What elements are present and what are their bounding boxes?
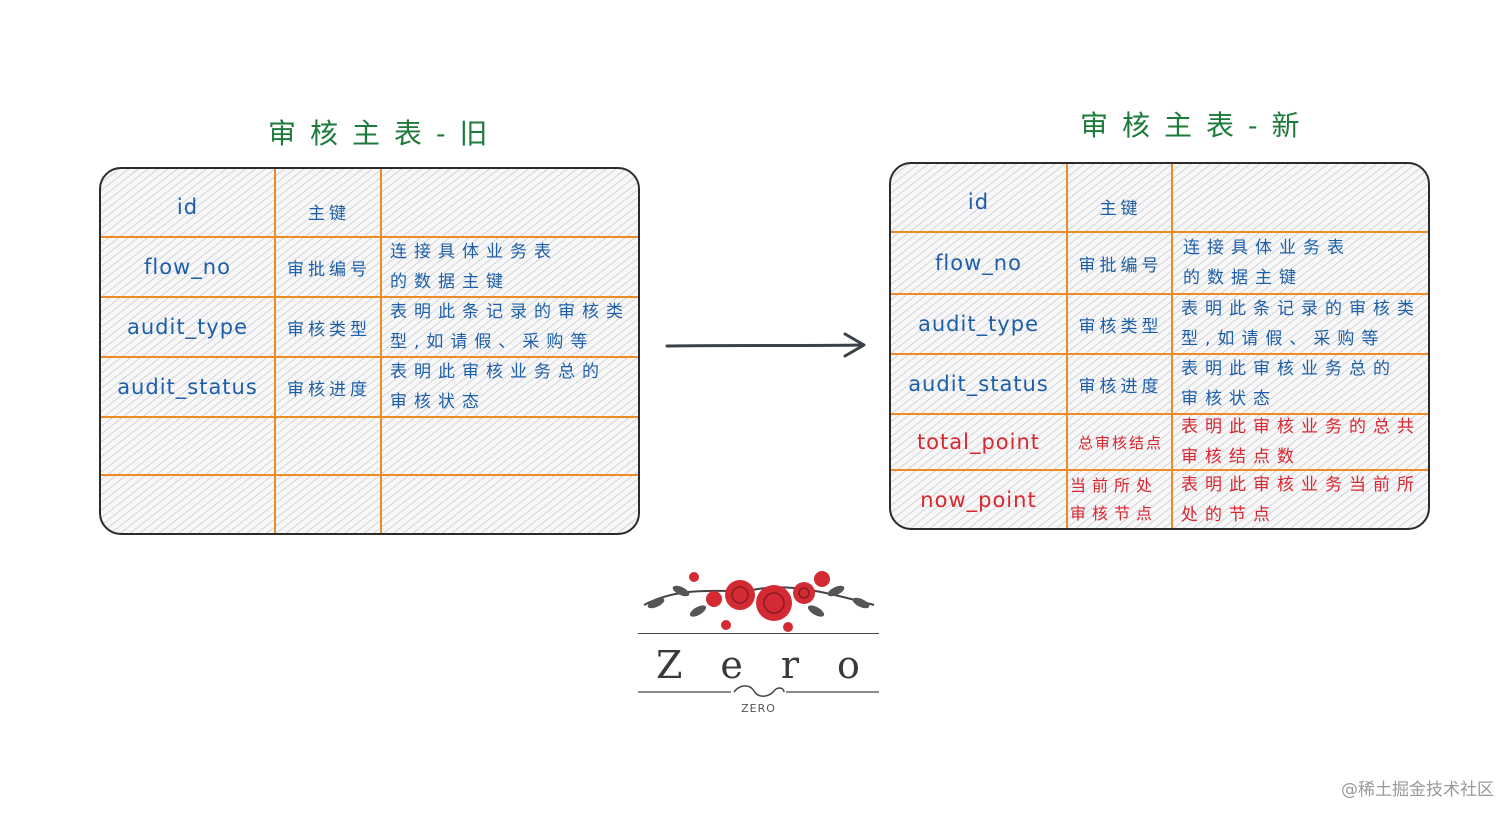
new-row-total-point-field: total_point (916, 430, 1041, 454)
new-row-id-field: id (967, 190, 990, 214)
old-row-id-field: id (176, 195, 199, 219)
old-table: id 主键 flow_no 审批编号 连接具体业务表的数据主键 audit_ty… (99, 167, 640, 535)
new-table: id 主键 flow_no 审批编号 连接具体业务表的数据主键 audit_ty… (889, 162, 1430, 530)
new-row-id-label: 主键 (1099, 198, 1142, 219)
new-table-title: 审核主表-新 (1080, 109, 1314, 142)
old-row-audit-type-desc: 表明此条记录的审核类型,如请假、采购等 (390, 302, 630, 352)
old-row-audit-type-field: audit_type (127, 315, 248, 339)
new-row-audit-type-field: audit_type (918, 312, 1039, 336)
new-row-audit-status-field: audit_status (908, 372, 1049, 396)
new-row-audit-status-label: 审核进度 (1078, 376, 1163, 397)
new-row-total-point-label: 总审核结点 (1077, 433, 1163, 452)
old-row-audit-status-field: audit_status (117, 375, 258, 399)
old-table-title: 审核主表-旧 (268, 117, 502, 150)
new-row-flow-no-field: flow_no (935, 251, 1022, 275)
old-row-audit-status-label: 审核进度 (287, 379, 371, 400)
old-row-flow-no-desc: 连接具体业务表的数据主键 (390, 242, 558, 292)
old-row-flow-no-field: flow_no (144, 255, 231, 279)
new-row-audit-type-desc: 表明此条记录的审核类型,如请假、采购等 (1181, 299, 1421, 349)
old-row-audit-type-label: 审核类型 (287, 319, 371, 340)
new-row-audit-status-desc: 表明此审核业务总的审核状态 (1181, 359, 1397, 409)
ornament-divider-icon (638, 685, 879, 697)
watermark: @稀土掘金技术社区 (1341, 780, 1494, 800)
logo-word: Zero (656, 643, 898, 687)
old-row-id-label: 主键 (308, 203, 350, 224)
logo-caption: ZERO (741, 702, 776, 715)
new-row-now-point-desc: 表明此审核业务当前所处的节点 (1181, 475, 1421, 525)
new-row-total-point-desc: 表明此审核业务的总共审核结点数 (1181, 417, 1421, 467)
old-row-flow-no-label: 审批编号 (287, 259, 371, 280)
logo-top-rule (638, 633, 879, 634)
old-row-audit-status-desc: 表明此审核业务总的审核状态 (390, 362, 606, 412)
new-row-now-point-field: now_point (920, 488, 1037, 512)
new-row-now-point-label: 当前所处审核节点 (1070, 476, 1159, 523)
rose-garland-icon (643, 571, 875, 632)
new-row-audit-type-label: 审核类型 (1078, 316, 1163, 337)
new-row-flow-no-label: 审批编号 (1078, 255, 1163, 276)
arrow-right-icon (665, 332, 866, 358)
new-row-flow-no-desc: 连接具体业务表的数据主键 (1183, 238, 1351, 288)
zero-logo: Zero ZERO (636, 565, 881, 715)
